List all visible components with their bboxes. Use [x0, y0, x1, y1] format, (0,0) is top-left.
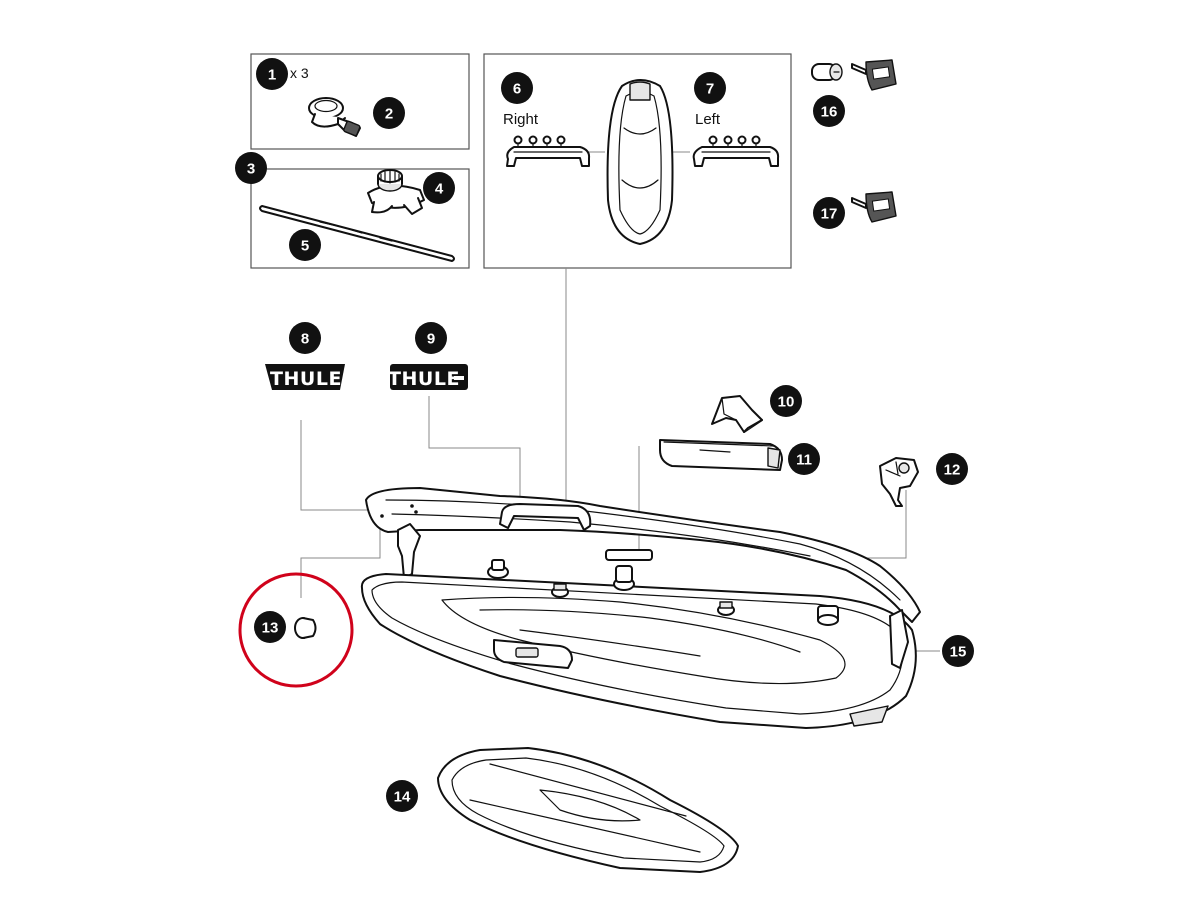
highlight-circle [238, 572, 354, 688]
callout-9: 9 [415, 322, 447, 354]
logo-decal-8: THULE [265, 364, 345, 390]
cargo-box-top-view [606, 79, 674, 245]
handle-icon-right [506, 146, 591, 167]
svg-text:6: 6 [513, 81, 521, 98]
callout-11: 11 [788, 443, 820, 475]
svg-text:11: 11 [796, 452, 812, 469]
svg-text:5: 5 [301, 238, 309, 255]
cargo-box-main [360, 487, 921, 729]
inner-knob-a [487, 559, 509, 579]
callout-14: 14 [386, 780, 418, 812]
frame-handle-kit [483, 53, 792, 269]
svg-text:16: 16 [821, 104, 838, 121]
logo-text-8: THULE [270, 368, 342, 390]
svg-text:17: 17 [821, 206, 838, 223]
logo-text-9: THULE [388, 368, 460, 390]
frame-strap-kit [250, 53, 470, 150]
svg-text:7: 7 [706, 81, 714, 98]
mounting-knob-icon [367, 169, 425, 215]
callout-7: 7 [694, 72, 726, 104]
svg-text:2: 2 [385, 106, 393, 123]
svg-text:15: 15 [950, 644, 967, 661]
strap-icon [308, 97, 361, 137]
logo-decal-9: THULE [388, 364, 468, 390]
callout-2: 2 [373, 97, 405, 129]
callout-3: 3 [235, 152, 267, 184]
callout-1: 1 [256, 58, 288, 90]
svg-text:9: 9 [427, 331, 435, 348]
frame-rail-kit [250, 168, 470, 269]
lock-cylinder-icon [811, 63, 843, 81]
inner-knob-c [613, 565, 635, 591]
screws-right [513, 135, 566, 149]
key-icon-spare [851, 191, 897, 223]
key-icon [851, 59, 897, 91]
svg-text:4: 4 [435, 181, 444, 198]
svg-text:1: 1 [268, 67, 276, 84]
callout-15: 15 [942, 635, 974, 667]
side-label-right: Right [503, 111, 539, 128]
hinge-bracket-icon [711, 395, 763, 433]
svg-text:8: 8 [301, 331, 309, 348]
callout-10: 10 [770, 385, 802, 417]
svg-text:12: 12 [944, 462, 961, 479]
crossbar-rail-icon [259, 205, 455, 262]
callout-6: 6 [501, 72, 533, 104]
side-label-left: Left [695, 111, 721, 128]
mat-icon [437, 747, 739, 873]
quantity-note: x 3 [290, 65, 309, 81]
inner-knob-d [717, 601, 735, 616]
inner-knob-b [551, 583, 569, 598]
callout-17: 17 [813, 197, 845, 229]
cap-icon [294, 617, 317, 639]
callout-16: 16 [813, 95, 845, 127]
callout-13: 13 [254, 611, 286, 643]
svg-text:3: 3 [247, 161, 255, 178]
lock-mechanism-icon [879, 457, 919, 507]
handle-icon-left [692, 146, 780, 167]
callout-4: 4 [423, 172, 455, 204]
callout-5: 5 [289, 229, 321, 261]
inner-knob-e [817, 605, 839, 626]
svg-text:13: 13 [262, 620, 279, 637]
screws-left [708, 135, 761, 149]
leader-lines [300, 151, 940, 652]
callout-12: 12 [936, 453, 968, 485]
callout-8: 8 [289, 322, 321, 354]
bumper-icon [659, 439, 783, 471]
svg-text:14: 14 [394, 789, 411, 806]
svg-text:10: 10 [778, 394, 795, 411]
